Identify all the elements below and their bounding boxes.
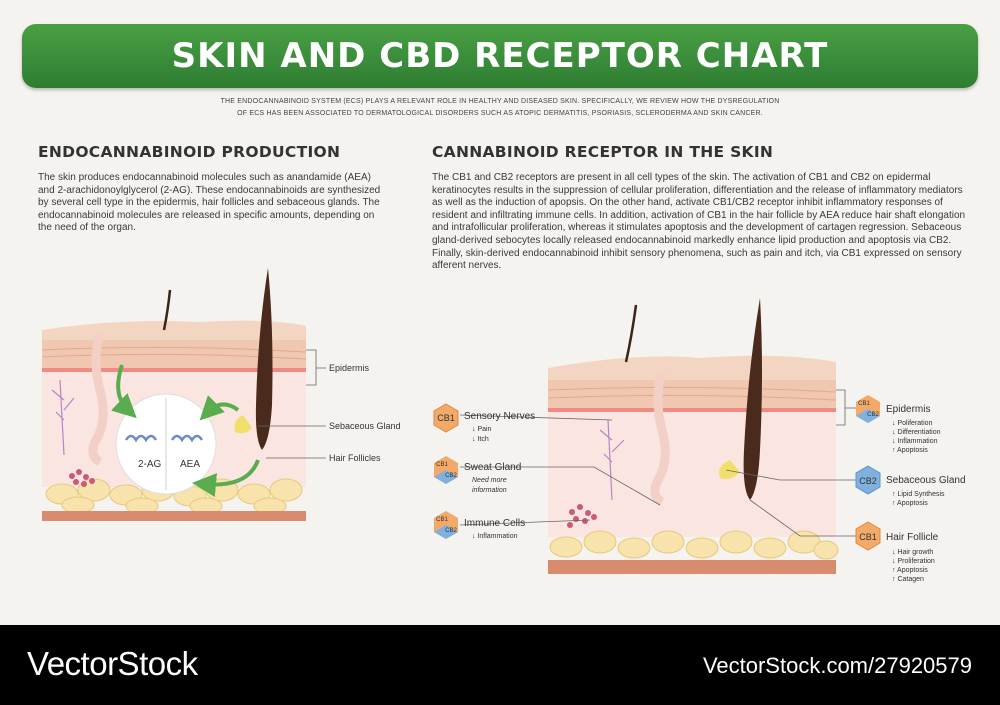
svg-text:CB1: CB1 <box>436 517 448 523</box>
badge-sweat-cb1-cb2: CB1 CB2 <box>434 456 458 484</box>
hair-item-3: ↑ Catagen <box>892 576 924 583</box>
left-label-hair-follicles: Hair Follicles <box>329 453 381 463</box>
hair-item-0: ↓ Hair growth <box>892 549 933 556</box>
page-title: SKIN AND CBD RECEPTOR CHART <box>171 36 829 76</box>
svg-text:CB2: CB2 <box>867 412 879 418</box>
right-heading: CANNABINOID RECEPTOR IN THE SKIN <box>432 143 774 161</box>
intro-line-2: of ECS has been associated to dermatolog… <box>237 110 763 117</box>
sebaceous-title: Sebaceous Gland <box>886 475 966 486</box>
immune-cells-title: Immune Cells <box>464 518 525 529</box>
right-paragraph: The CB1 and CB2 receptors are present in… <box>432 172 966 272</box>
svg-text:CB2: CB2 <box>859 476 877 486</box>
title-banner: SKIN AND CBD RECEPTOR CHART <box>22 24 978 88</box>
sensory-item-0: ↓ Pain <box>472 426 492 433</box>
epidermis-item-1: ↓ Differentiation <box>892 429 941 436</box>
left-label-epidermis: Epidermis <box>329 363 370 373</box>
left-callouts: Epidermis Sebaceous Gland Hair Follicles <box>258 349 401 463</box>
epidermis-item-2: ↓ Inflammation <box>892 438 938 445</box>
footer-brand: VectorStock <box>27 645 198 682</box>
svg-text:CB2: CB2 <box>445 473 457 479</box>
immune-item-0: ↓ Inflammation <box>472 533 518 540</box>
sensory-item-1: ↓ Itch <box>472 436 489 443</box>
left-label-sebaceous: Sebaceous Gland <box>329 421 401 431</box>
left-skin-block: 2-AG AEA <box>41 268 307 521</box>
svg-text:CB1: CB1 <box>437 413 455 423</box>
badge-immune-cb1-cb2: CB1 CB2 <box>434 511 458 539</box>
molecule-aea-label: AEA <box>180 459 200 470</box>
right-callout-lines <box>459 389 856 537</box>
badge-sensory-cb1: CB1 <box>433 403 459 433</box>
hair-item-2: ↑ Apoptosis <box>892 567 928 574</box>
hair-follicle-title: Hair Follicle <box>886 532 939 543</box>
sebaceous-item-0: ↑ Lipid Synthesis <box>892 491 945 498</box>
molecule-2ag-label: 2-AG <box>138 459 162 470</box>
sweat-gland-title: Sweat Gland <box>464 462 521 473</box>
footer-bar: VectorStock VectorStock.com/27920579 <box>0 625 1000 705</box>
footer-url: VectorStock.com/27920579 <box>702 653 972 678</box>
badge-epidermis-cb1-cb2: CB1 CB2 <box>856 395 880 423</box>
epidermis-item-0: ↓ Poliferation <box>892 420 933 427</box>
sensory-nerves-title: Sensory Nerves <box>464 411 535 422</box>
svg-text:CB1: CB1 <box>436 462 448 468</box>
epidermis-title: Epidermis <box>886 404 930 415</box>
badge-hair-cb1: CB1 <box>855 521 881 551</box>
intro-text: The endocannabinoid system (ECS) plays a… <box>200 96 800 120</box>
epidermis-item-3: ↑ Apoptosis <box>892 447 928 454</box>
hair-item-1: ↓ Proliferation <box>892 558 935 565</box>
left-paragraph: The skin produces endocannabinoid molecu… <box>38 172 381 234</box>
left-heading: ENDOCANNABINOID PRODUCTION <box>38 143 341 161</box>
badge-sebaceous-cb2: CB2 <box>855 465 881 495</box>
sweat-note-2: information <box>472 487 507 494</box>
sweat-note-1: Need more <box>472 477 507 484</box>
svg-text:CB1: CB1 <box>858 401 870 407</box>
intro-line-1: The endocannabinoid system (ECS) plays a… <box>220 98 780 105</box>
sebaceous-item-1: ↑ Apoptosis <box>892 500 928 507</box>
svg-text:CB1: CB1 <box>859 532 877 542</box>
svg-text:CB2: CB2 <box>445 528 457 534</box>
right-skin-block <box>547 298 839 574</box>
